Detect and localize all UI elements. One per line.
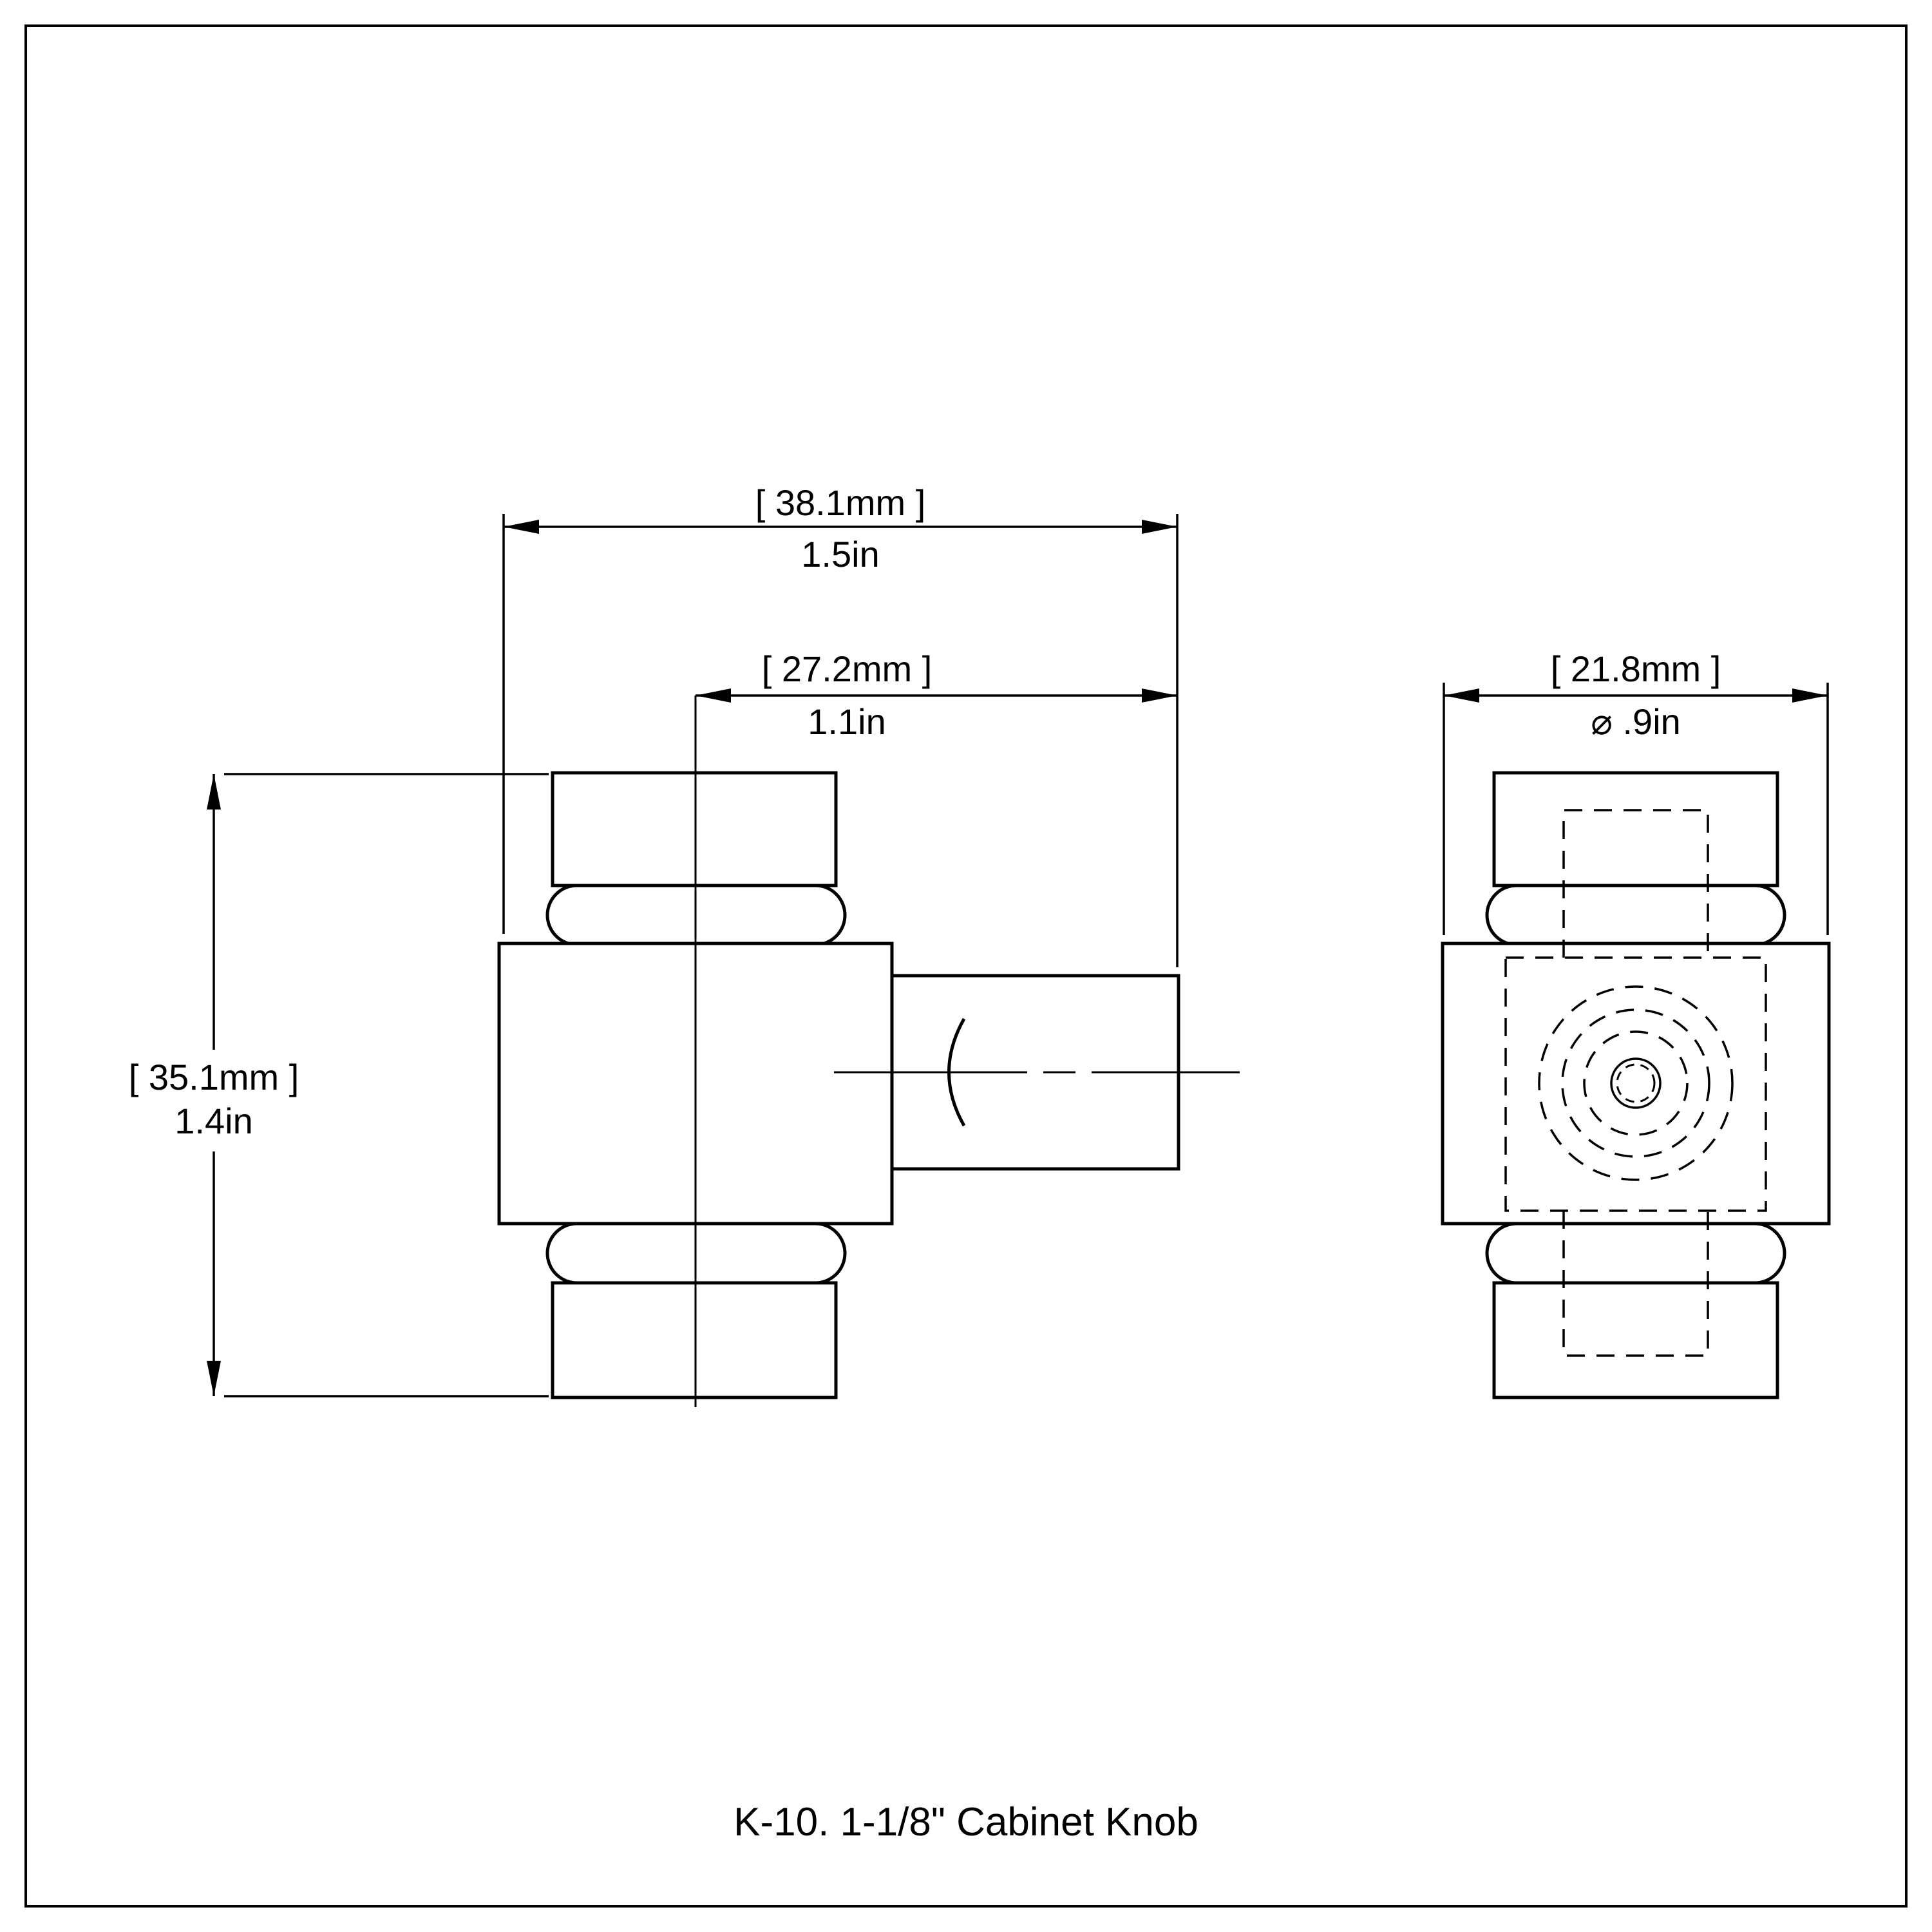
dimension-annotations: [ 38.1mm ] 1.5in [ 27.2mm ] 1.1in [ 21.8… bbox=[129, 482, 1829, 1397]
drawing-title: K-10. 1-1/8" Cabinet Knob bbox=[734, 1800, 1198, 1844]
dim-diameter-inch: ⌀ .9in bbox=[1591, 701, 1681, 742]
front-hidden-circle-middle bbox=[1561, 1009, 1710, 1158]
side-top-cap bbox=[551, 771, 838, 887]
front-bottom-ring bbox=[1485, 1222, 1786, 1285]
front-hidden-square bbox=[1504, 956, 1767, 1212]
front-screw-hole bbox=[1610, 1057, 1662, 1109]
front-hidden-stem-top bbox=[1562, 809, 1709, 958]
front-knob-body bbox=[1441, 942, 1831, 1226]
front-bottom-cap bbox=[1492, 1281, 1779, 1399]
front-view bbox=[1441, 771, 1831, 1399]
front-top-ring bbox=[1485, 884, 1786, 947]
dim-projection-inch: 1.1in bbox=[808, 701, 886, 742]
front-hidden-circle-outer bbox=[1538, 985, 1734, 1181]
front-hidden-stem-bottom bbox=[1562, 1211, 1709, 1357]
dim-overall-width-inch: 1.5in bbox=[801, 534, 879, 574]
dim-overall-height-mm: [ 35.1mm ] bbox=[129, 1057, 299, 1097]
front-top-cap bbox=[1492, 771, 1779, 887]
dim-diameter-mm: [ 21.8mm ] bbox=[1551, 649, 1721, 689]
dim-projection-mm: [ 27.2mm ] bbox=[762, 649, 933, 689]
side-bottom-cap bbox=[551, 1281, 838, 1399]
front-screw-thread bbox=[1616, 1063, 1656, 1103]
side-view bbox=[497, 696, 1240, 1407]
dim-overall-width-mm: [ 38.1mm ] bbox=[755, 482, 926, 523]
dim-overall-height-inch: 1.4in bbox=[175, 1101, 252, 1141]
page-border bbox=[24, 24, 1908, 1908]
front-hidden-circle-inner bbox=[1583, 1030, 1689, 1136]
